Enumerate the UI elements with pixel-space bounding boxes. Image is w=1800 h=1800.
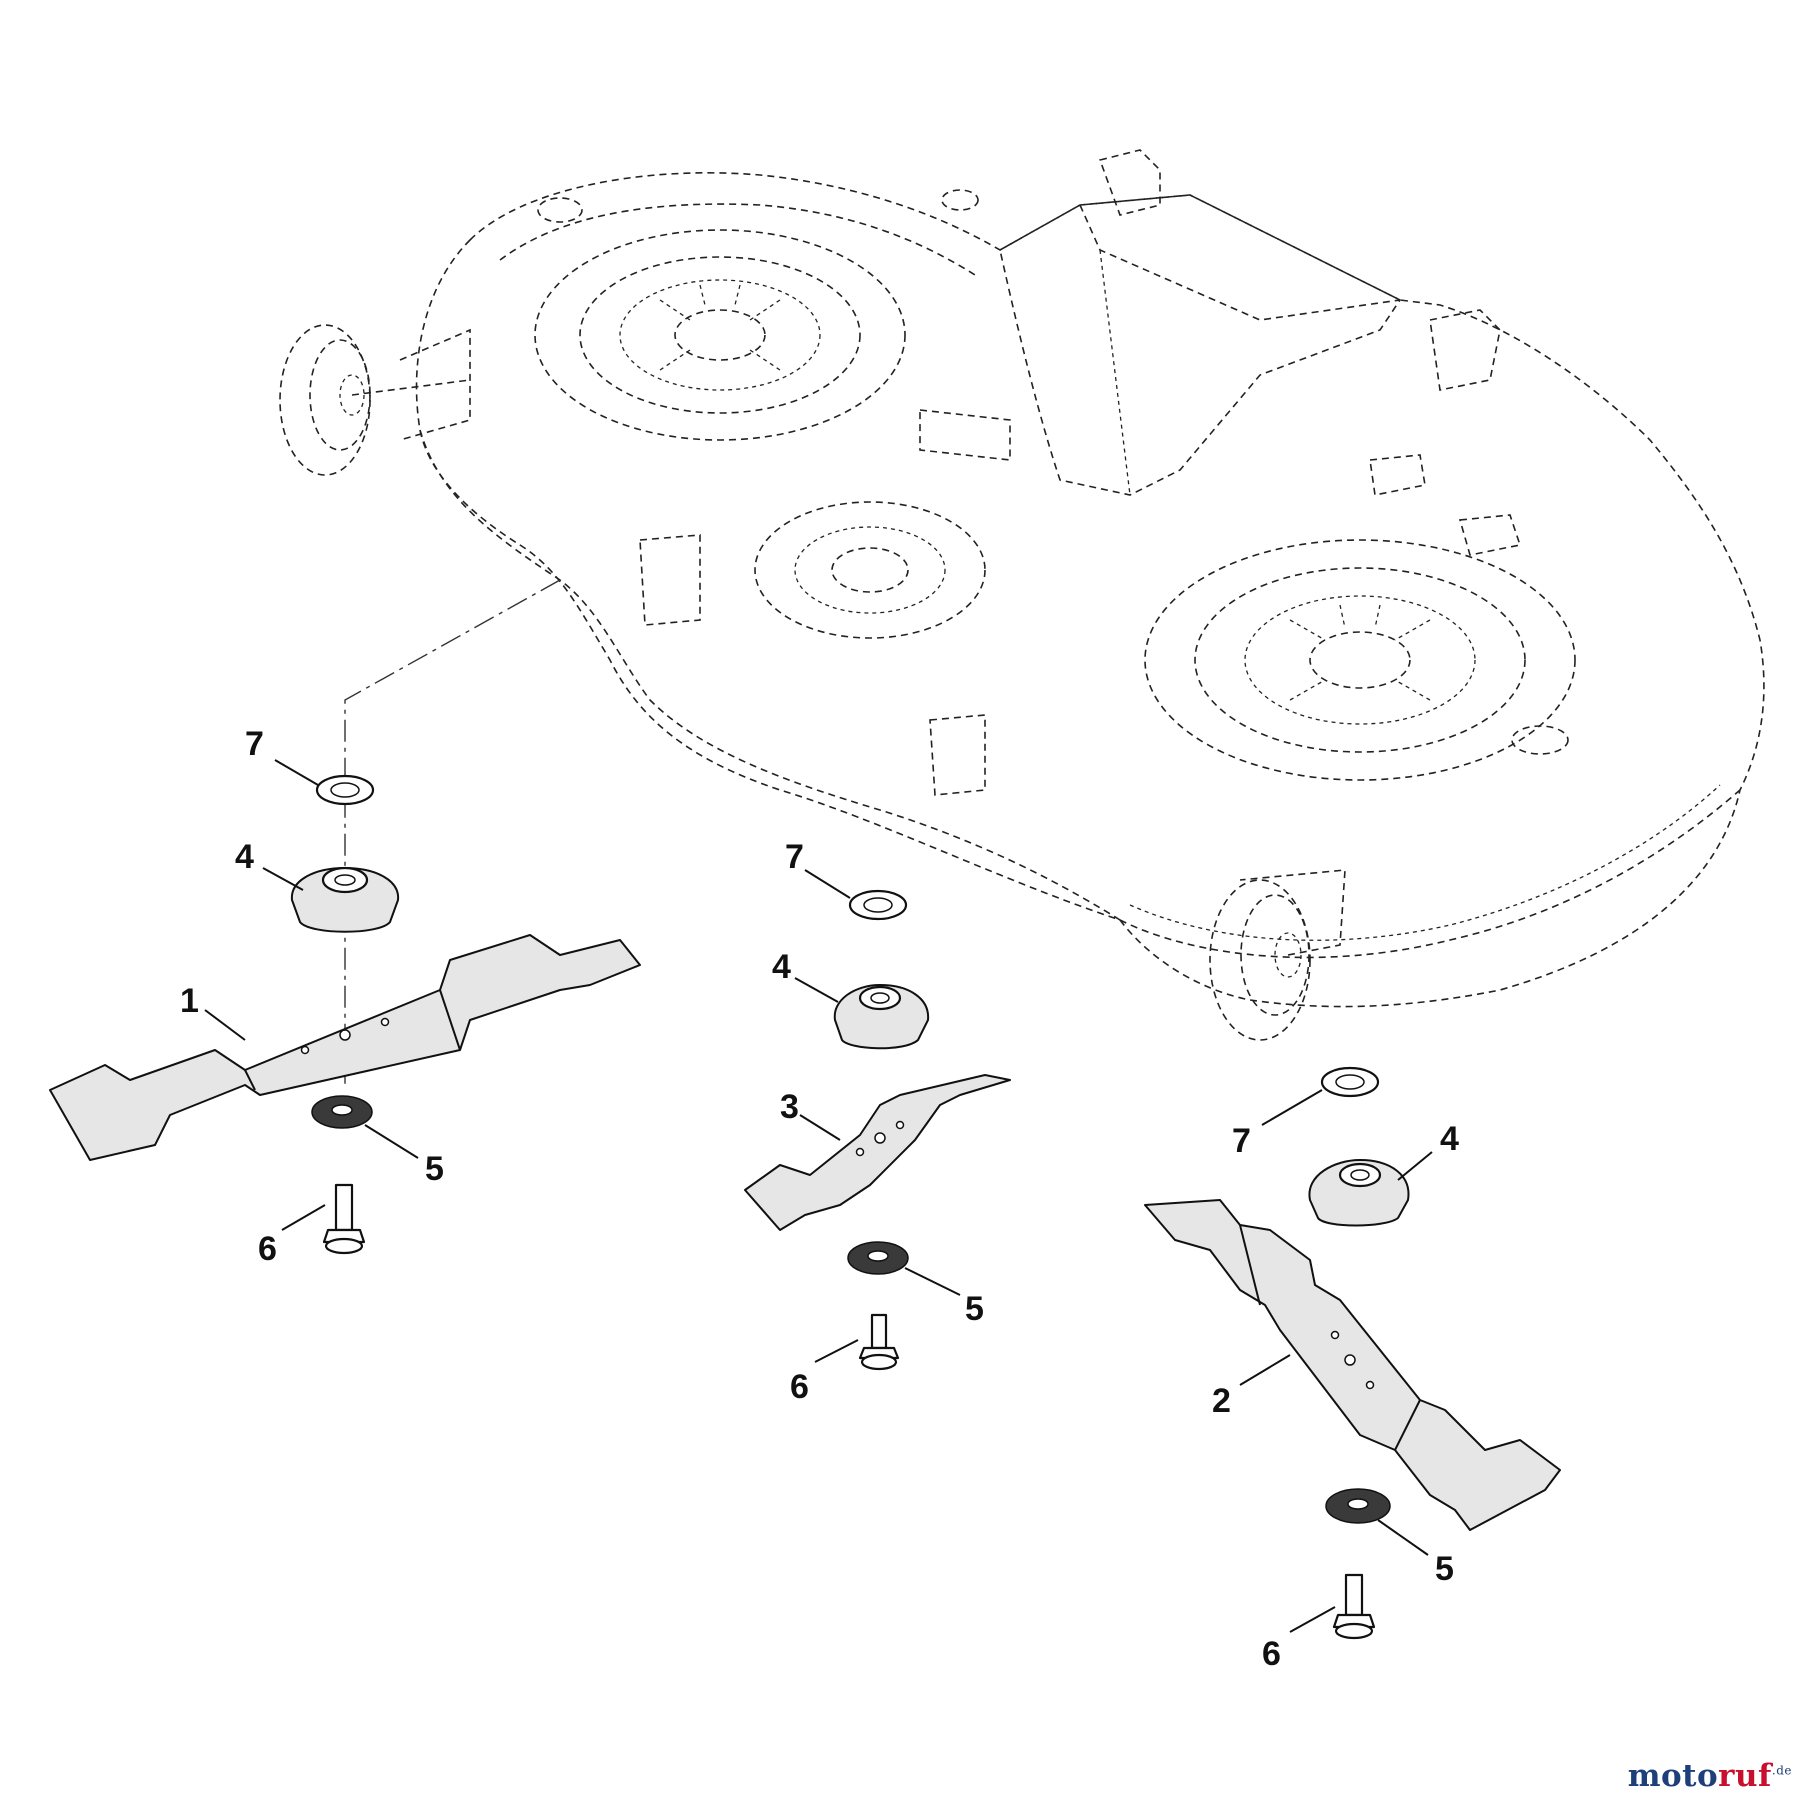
washer[interactable] <box>315 774 375 806</box>
callout-6: 6 <box>790 1368 809 1406</box>
mower-blade-long[interactable] <box>49 934 641 1161</box>
mower-blade-long[interactable] <box>1144 1199 1561 1531</box>
callout-5: 5 <box>1435 1550 1454 1588</box>
callout-4: 4 <box>235 838 254 876</box>
leader-line <box>364 1124 419 1159</box>
motoruf-watermark-logo: motoruf.de <box>1628 1758 1792 1794</box>
blade-bolt[interactable] <box>858 1313 900 1371</box>
star-washer[interactable] <box>311 1095 373 1129</box>
callout-1: 1 <box>180 982 199 1020</box>
leader-line <box>262 867 304 891</box>
watermark-text: motoruf <box>1627 1758 1772 1794</box>
callout-7: 7 <box>785 838 804 876</box>
middle-blade-stack: 7 4 3 5 6 <box>744 838 1011 1406</box>
callout-5: 5 <box>425 1150 444 1188</box>
mower-blade-short[interactable] <box>744 1074 1011 1231</box>
washer[interactable] <box>848 889 908 921</box>
leader-line <box>1239 1354 1291 1386</box>
callout-7: 7 <box>245 725 264 763</box>
blade-bolt[interactable] <box>322 1183 366 1255</box>
star-washer[interactable] <box>1325 1488 1391 1524</box>
leader-line <box>814 1339 859 1363</box>
blade-adapter[interactable] <box>833 984 930 1050</box>
callout-5: 5 <box>965 1290 984 1328</box>
leader-line <box>274 759 319 786</box>
right-blade-stack: 7 4 2 5 6 <box>1144 1066 1561 1673</box>
leader-line <box>1377 1519 1429 1556</box>
leader-line <box>281 1204 326 1231</box>
callout-7: 7 <box>1232 1122 1251 1160</box>
callout-2: 2 <box>1212 1382 1231 1420</box>
leader-line <box>904 1267 961 1296</box>
watermark-suffix: .de <box>1771 1763 1792 1778</box>
callout-6: 6 <box>258 1230 277 1268</box>
leader-line <box>204 1009 246 1041</box>
blade-bolt[interactable] <box>1332 1573 1376 1640</box>
callout-4: 4 <box>772 948 791 986</box>
star-washer[interactable] <box>847 1241 909 1275</box>
callout-4: 4 <box>1440 1120 1459 1158</box>
mower-deck-housing <box>279 149 1765 1085</box>
leader-line <box>804 869 851 899</box>
callout-6: 6 <box>1262 1635 1281 1673</box>
blade-adapter[interactable] <box>1308 1159 1410 1227</box>
left-blade-stack: 7 4 1 5 6 <box>49 725 641 1268</box>
blade-adapter[interactable] <box>290 866 400 933</box>
washer[interactable] <box>1320 1066 1380 1098</box>
leader-line <box>794 977 839 1003</box>
leader-line <box>799 1114 841 1141</box>
leader-line <box>1261 1089 1323 1126</box>
leader-line <box>1289 1606 1336 1633</box>
callout-3: 3 <box>780 1088 799 1126</box>
leader-line <box>1397 1151 1433 1181</box>
